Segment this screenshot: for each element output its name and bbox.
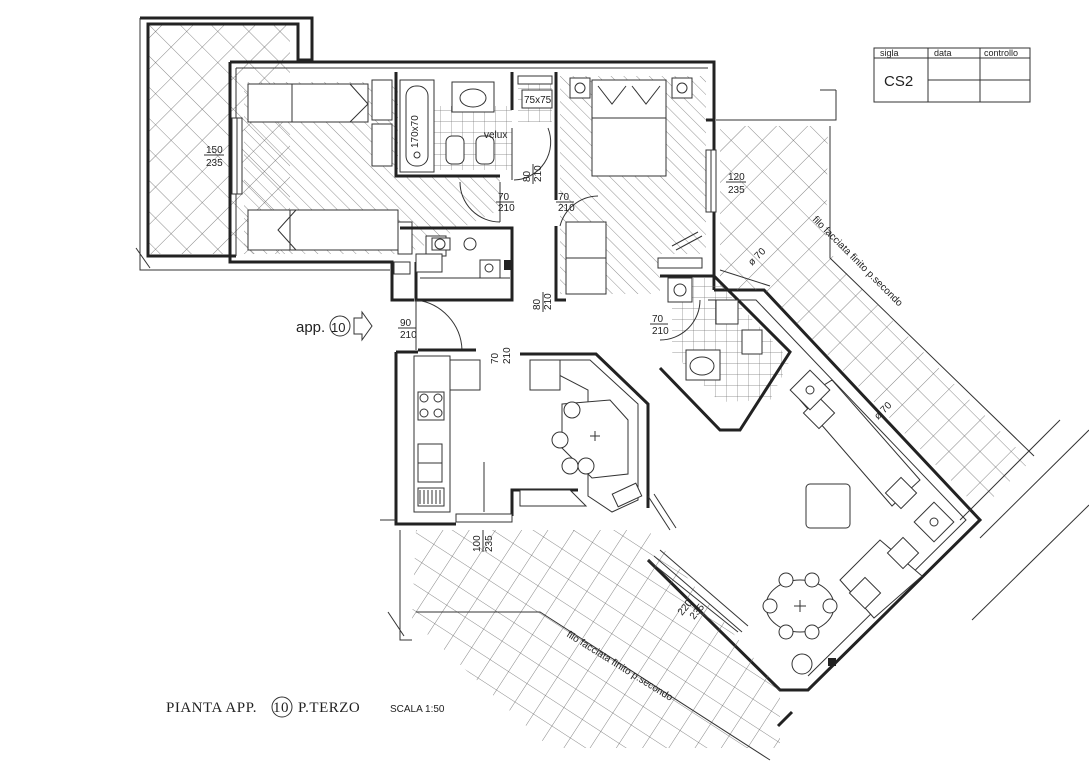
title-block-header-data: data <box>934 48 952 58</box>
title-apt-number: 10 <box>273 700 289 716</box>
svg-text:70: 70 <box>490 352 501 364</box>
cooktop <box>417 391 445 421</box>
master-bedroom <box>554 72 717 302</box>
svg-text:210: 210 <box>498 203 515 214</box>
entrance-number: 10 <box>331 320 345 335</box>
bed-bottom <box>247 209 399 251</box>
bidet <box>475 135 495 165</box>
dim-left-win-top: 150 <box>206 145 223 156</box>
entrance-arrow-icon <box>353 310 373 342</box>
svg-text:70: 70 <box>652 314 664 325</box>
toilet <box>445 135 465 165</box>
title-suffix: P.TERZO <box>298 700 360 716</box>
bathroom-second: 70 210 <box>650 274 792 432</box>
svg-text:90: 90 <box>400 318 412 329</box>
dim-left-win-bottom: 235 <box>206 158 223 169</box>
svg-text:70: 70 <box>498 192 510 203</box>
title-block-header-controllo: controllo <box>984 48 1018 58</box>
shower-label: 75x75 <box>524 95 552 106</box>
building-edges <box>380 419 1089 728</box>
svg-text:210: 210 <box>502 347 513 364</box>
drawing-title: PIANTA APP. 10 P.TERZO SCALA 1:50 <box>166 696 445 718</box>
living-room-furniture <box>647 369 955 675</box>
right-terrace-lower: filo facciata finito p.secondo <box>399 530 808 761</box>
shower: 75x75 <box>517 75 553 122</box>
svg-text:210: 210 <box>543 293 554 310</box>
kitchen-counter <box>413 355 451 513</box>
bed-top <box>247 83 369 123</box>
entrance: app. 10 90 210 <box>296 299 476 352</box>
bathroom-main: 170x70 velux <box>399 72 552 181</box>
dining-island <box>519 352 650 513</box>
title-prefix: PIANTA APP. <box>166 700 257 716</box>
left-bedroom <box>231 72 500 255</box>
double-bed <box>591 79 667 177</box>
svg-text:210: 210 <box>533 165 544 182</box>
title-block-code: CS2 <box>884 73 913 90</box>
title-block: sigla data controllo CS2 <box>873 47 1031 103</box>
svg-text:70: 70 <box>558 192 570 203</box>
svg-text:80: 80 <box>532 298 543 310</box>
bathtub-label: 170x70 <box>410 115 421 148</box>
laundry-closet <box>393 226 514 302</box>
svg-text:210: 210 <box>400 330 417 341</box>
coffee-table <box>805 483 851 529</box>
svg-text:80: 80 <box>522 170 533 182</box>
entrance-label: app. <box>296 319 325 336</box>
right-terrace-upper: filo facciata finito p.secondo ø 70 <box>716 89 1035 510</box>
title-scale: SCALA 1:50 <box>390 704 445 715</box>
title-block-header-sigla: sigla <box>880 48 899 58</box>
velux-label: velux <box>484 130 507 141</box>
corridor-dims: 80 210 70 210 70 210 80 210 <box>496 164 575 312</box>
door-swing-left-bedroom <box>459 181 501 223</box>
svg-text:210: 210 <box>558 203 575 214</box>
svg-text:210: 210 <box>652 326 669 337</box>
